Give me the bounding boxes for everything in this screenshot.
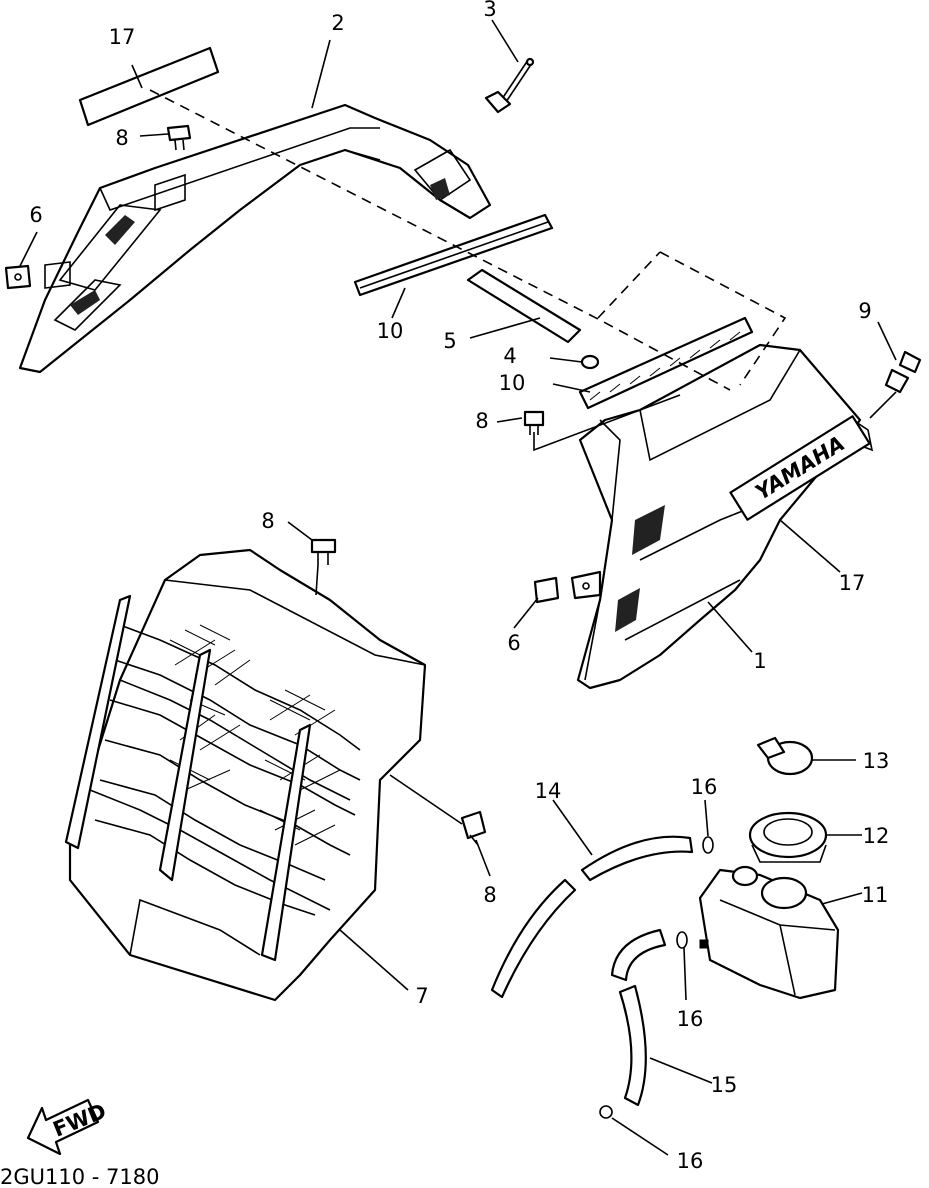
part-8-screw-side [460, 810, 487, 846]
callout-13: 13 [863, 749, 890, 773]
part-10-strip-lower [578, 316, 754, 410]
part-9-bolt [884, 350, 922, 394]
callout-labels: 17 2 3 8 6 10 5 4 10 8 9 17 6 1 8 8 7 13 12 11 14 16 16 15 16 [29, 0, 889, 1173]
part-16-clamp-a [702, 836, 714, 854]
part-7-radiator-grille [64, 548, 427, 1002]
callout-10-upper: 10 [377, 319, 404, 343]
callout-17-right: 17 [839, 571, 866, 595]
callout-8-grille: 8 [261, 509, 274, 533]
callout-4: 4 [503, 344, 516, 368]
callout-15: 15 [711, 1073, 738, 1097]
callout-1: 1 [753, 649, 766, 673]
fwd-arrow-icon: FWD [26, 1098, 110, 1156]
callout-12: 12 [863, 824, 890, 848]
callout-8-mid: 8 [475, 409, 488, 433]
callout-6-left: 6 [29, 203, 42, 227]
part-8-clip-mid [523, 410, 545, 435]
part-6-nut-left [4, 264, 32, 290]
callout-16-a: 16 [691, 775, 718, 799]
callout-2: 2 [331, 11, 344, 35]
callout-10-lower: 10 [499, 371, 526, 395]
part-16-clamp-c [599, 1105, 613, 1119]
callout-3: 3 [483, 0, 496, 21]
callout-8-side: 8 [483, 883, 496, 907]
callout-17-top: 17 [109, 25, 136, 49]
part-11-reservoir-tank [698, 865, 840, 1000]
callout-8-top: 8 [115, 126, 128, 150]
callout-11: 11 [862, 883, 889, 907]
callout-9: 9 [858, 299, 871, 323]
part-13-cap [756, 736, 814, 776]
part-2-left-shroud [18, 103, 492, 374]
part-8-clip-grille [310, 538, 337, 565]
catalog-code: 2GU110 - 7180 [0, 1165, 159, 1188]
leader-lines [19, 19, 897, 1156]
part-16-clamp-b [676, 931, 688, 949]
part-5-strip [466, 268, 582, 344]
part-1-right-shroud: YAMAHA [576, 343, 874, 690]
part-15-hose [610, 928, 667, 1107]
part-3-screw [484, 57, 535, 114]
part-17-decal-top [78, 46, 220, 127]
part-12-neck [748, 811, 828, 863]
callout-5: 5 [443, 329, 456, 353]
callout-14: 14 [535, 779, 562, 803]
callout-16-b: 16 [677, 1007, 704, 1031]
part-8-clip-top [166, 124, 192, 151]
callout-6-right: 6 [507, 631, 520, 655]
part-4-washer [580, 354, 600, 370]
part-10-strip-upper [353, 213, 554, 297]
part-6-nut-right [533, 570, 602, 604]
callout-7: 7 [415, 984, 428, 1008]
callout-16-c: 16 [677, 1149, 704, 1173]
part-14-hose [490, 835, 694, 999]
